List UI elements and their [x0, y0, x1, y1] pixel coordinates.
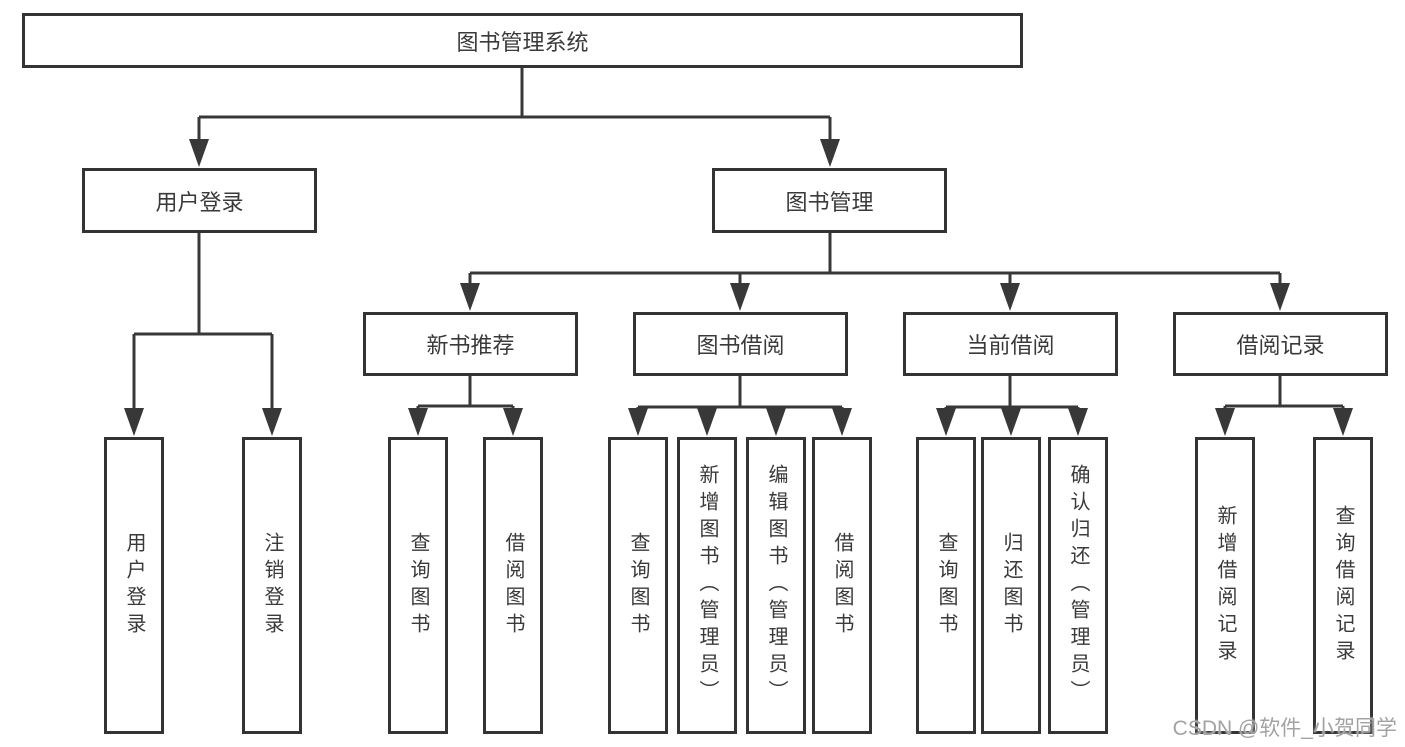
- arrowhead-cb-return: [1001, 408, 1021, 436]
- arrowhead-book-mgmt: [820, 139, 840, 167]
- csdn-watermark: CSDN @软件_小贺同学: [1172, 717, 1397, 740]
- leaf-cb-confirm-return-admin: 确认归还（管理员）: [1048, 437, 1108, 734]
- leaf-user-login: 用户登录: [104, 437, 164, 734]
- arrowhead-cur-borrow: [1000, 283, 1020, 311]
- node-current-borrowing: 当前借阅: [903, 312, 1118, 376]
- arrowhead-leaf-login: [124, 408, 144, 436]
- arrowhead-cb-confirm: [1068, 408, 1088, 436]
- leaf-br-query-record: 查询借阅记录: [1313, 437, 1373, 734]
- node-book-management: 图书管理: [712, 168, 947, 233]
- arrowhead-br-add: [1215, 408, 1235, 436]
- leaf-bb-edit-books-admin: 编辑图书（管理员）: [746, 437, 806, 734]
- arrowhead-bb-borrow: [832, 408, 852, 436]
- arrowhead-rec-query: [408, 408, 428, 436]
- leaf-cb-return-books: 归还图书: [981, 437, 1041, 734]
- node-book-borrowing: 图书借阅: [633, 312, 848, 376]
- leaf-cb-query-books: 查询图书: [916, 437, 976, 734]
- leaf-br-add-record: 新增借阅记录: [1195, 437, 1255, 734]
- arrowhead-br-query: [1333, 408, 1353, 436]
- leaf-rec-borrow-books: 借阅图书: [483, 437, 543, 734]
- arrowhead-new-rec: [460, 283, 480, 311]
- leaf-bb-query-books: 查询图书: [608, 437, 668, 734]
- arrowhead-bb-query: [628, 408, 648, 436]
- arrowhead-leaf-logout: [262, 408, 282, 436]
- leaf-bb-borrow-books: 借阅图书: [812, 437, 872, 734]
- arrowhead-rec-borrow: [503, 408, 523, 436]
- arrowhead-bb-edit: [766, 408, 786, 436]
- leaf-rec-query-books: 查询图书: [388, 437, 448, 734]
- node-new-book-recommend: 新书推荐: [363, 312, 578, 376]
- leaf-bb-add-books-admin: 新增图书（管理员）: [677, 437, 737, 734]
- node-root-system: 图书管理系统: [22, 13, 1023, 68]
- arrowhead-book-borrow: [730, 283, 750, 311]
- arrowhead-cb-query: [936, 408, 956, 436]
- arrowhead-borrow-rec: [1270, 283, 1290, 311]
- node-user-login: 用户登录: [82, 168, 317, 233]
- arrowhead-user-login: [189, 139, 209, 167]
- leaf-logout: 注销登录: [242, 437, 302, 734]
- arrowhead-bb-add: [697, 408, 717, 436]
- node-borrow-records: 借阅记录: [1173, 312, 1388, 376]
